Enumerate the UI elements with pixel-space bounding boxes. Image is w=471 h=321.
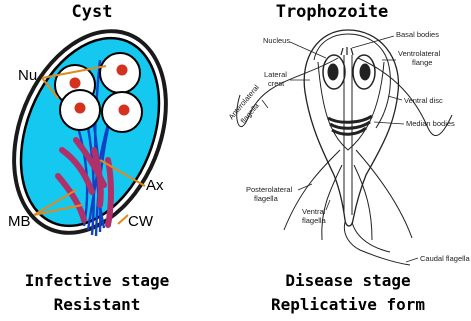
troph-nucleus-label: Nucleus — [263, 36, 290, 45]
nucleus-label: Nu — [18, 67, 37, 84]
basal-bodies-label: Basal bodies — [396, 30, 439, 39]
troph-nucleus-left-core — [328, 64, 338, 80]
nucleus-dot — [70, 78, 81, 89]
cyst-wall-label: CW — [128, 213, 154, 230]
posterolateral-flagella-label-2: flagella — [254, 194, 279, 203]
lateral-crest-label-2: crest — [268, 79, 285, 88]
median-bodies-label: Median bodies — [406, 119, 455, 128]
posterolateral-flagellum-right — [356, 150, 412, 238]
caudal-flagella — [344, 222, 410, 265]
lateral-crest-label-1: Lateral — [264, 70, 287, 79]
trophozoite-caption: Disease stage Replicative form — [248, 269, 448, 317]
nucleus-dot — [117, 65, 128, 76]
ventrolateral-flange-label-2: flange — [412, 58, 432, 67]
posterolateral-flagella-label-1: Posterolateral — [246, 185, 293, 194]
median-bodies-label: MB — [8, 213, 31, 230]
nucleus-dot — [119, 105, 130, 116]
ventral-disc-label: Ventral disc — [404, 96, 443, 105]
troph-caption-line1: Disease stage — [248, 269, 448, 293]
cyst-caption: Infective stage Resistant — [2, 269, 192, 317]
troph-labels: Nucleus Basal bodies Ventrolateral flang… — [227, 30, 471, 263]
cyst-caption-line2: Resistant — [2, 293, 192, 317]
axoneme-label: Ax — [146, 177, 164, 194]
caudal-flagella-label: Caudal flagella — [420, 254, 470, 263]
ventral-flagella-label-2: flagella — [302, 216, 327, 225]
nucleus-dot — [75, 103, 86, 114]
basal-bodies — [341, 47, 353, 55]
troph-caption-line2: Replicative form — [248, 293, 448, 317]
troph-nucleus-right-core — [360, 64, 370, 80]
ventral-flagella-label-1: Ventral — [302, 207, 326, 216]
cyst-diagram: Nu Ax MB CW — [0, 6, 197, 258]
troph-median-bodies — [328, 116, 372, 134]
ventrolateral-flange-label-1: Ventrolateral — [398, 49, 440, 58]
ventral-flagellum-left — [322, 165, 342, 240]
cyst-caption-line1: Infective stage — [2, 269, 192, 293]
